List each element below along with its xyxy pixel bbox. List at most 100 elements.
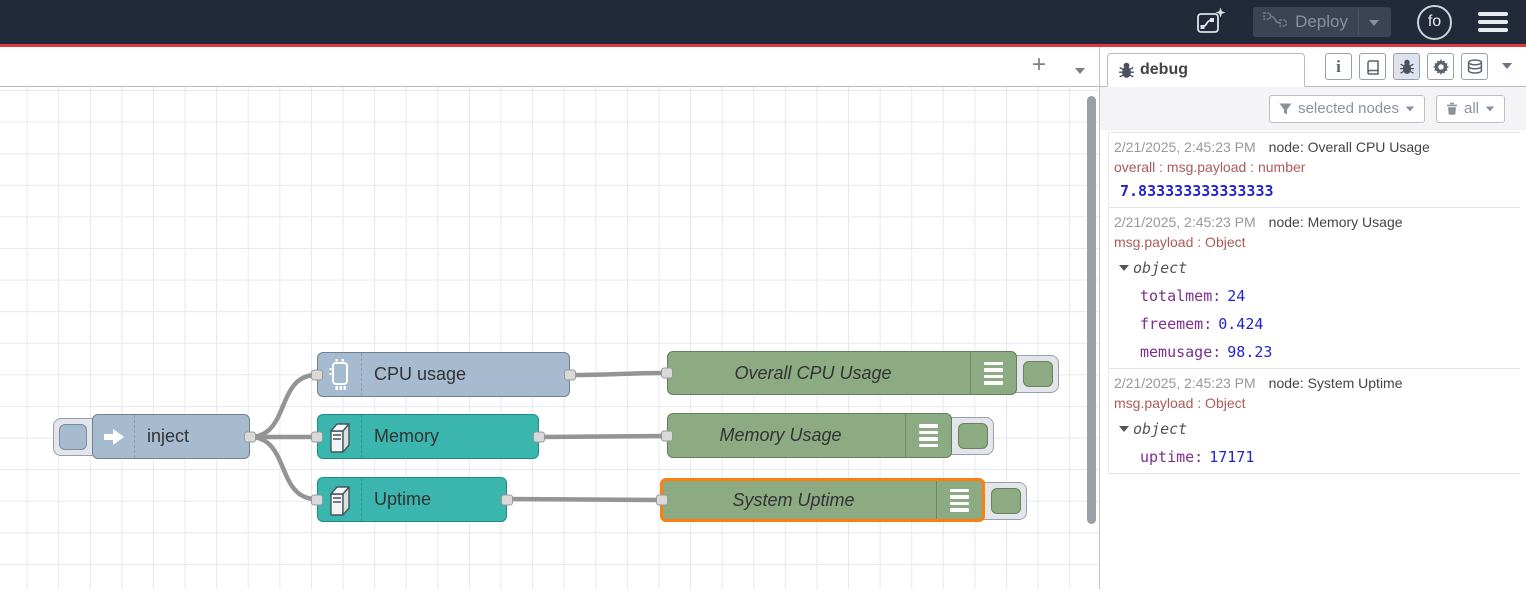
message-source-node[interactable]: node: Memory Usage <box>1268 214 1403 230</box>
object-collapse-toggle[interactable]: object <box>1114 259 1516 277</box>
avatar-initials: fo <box>1427 13 1442 30</box>
funnel-icon <box>1279 103 1292 114</box>
debug-message: 2/21/2025, 2:45:23 PM node: Memory Usage… <box>1109 208 1520 369</box>
inject-trigger-button[interactable] <box>53 418 99 456</box>
bug-icon <box>1119 62 1134 78</box>
node-label: Memory <box>374 426 440 446</box>
tab-debug-button[interactable] <box>1393 53 1420 80</box>
node-memory[interactable]: Memory <box>311 414 545 459</box>
message-timestamp: 2/21/2025, 2:45:23 PM <box>1114 214 1256 230</box>
clear-messages-label: all <box>1463 100 1479 117</box>
collapse-triangle-icon <box>1119 265 1129 271</box>
node-label: CPU usage <box>374 364 467 384</box>
deploy-label: Deploy <box>1295 12 1348 31</box>
add-flow-button[interactable]: + <box>1031 51 1046 78</box>
debug-message-list: 2/21/2025, 2:45:23 PM node: Overall CPU … <box>1108 132 1520 474</box>
filter-selected-nodes-label: selected nodes <box>1298 100 1399 117</box>
chip-icon <box>318 353 362 396</box>
deploy-button[interactable]: Deploy <box>1253 7 1391 37</box>
message-source-node[interactable]: node: System Uptime <box>1268 375 1403 391</box>
deploy-icon <box>1263 12 1287 32</box>
node-uptime[interactable]: Uptime <box>311 477 513 522</box>
node-inject[interactable]: inject <box>92 414 256 459</box>
message-property-path: msg.payload : Object <box>1114 395 1246 411</box>
debug-list-icon <box>904 414 951 457</box>
message-property-path: msg.payload : Object <box>1114 234 1246 250</box>
bug-icon <box>1399 59 1414 74</box>
node-debug-overall-cpu[interactable]: Overall CPU Usage <box>661 351 1017 395</box>
tab-debug[interactable]: debug <box>1107 53 1305 87</box>
wires-layer <box>247 370 669 503</box>
flow-assistant-icon[interactable] <box>1195 6 1227 38</box>
input-port[interactable] <box>661 430 673 441</box>
wire[interactable] <box>247 434 319 502</box>
message-source-node[interactable]: node: Overall CPU Usage <box>1268 139 1430 155</box>
database-icon <box>1467 58 1482 74</box>
canvas-vertical-scrollbar[interactable] <box>1087 96 1096 524</box>
debug-message: 2/21/2025, 2:45:23 PM node: System Uptim… <box>1109 369 1520 474</box>
tab-info-button[interactable]: i <box>1325 53 1352 80</box>
flow-list-button[interactable] <box>1075 61 1085 79</box>
input-port[interactable] <box>656 494 668 506</box>
object-entry: uptime:17171 <box>1140 448 1255 466</box>
wire[interactable] <box>247 372 319 440</box>
chevron-down-icon <box>1502 63 1512 69</box>
clear-messages-button[interactable]: all <box>1435 94 1505 123</box>
message-value: 7.833333333333333 <box>1120 182 1274 200</box>
deploy-options-button[interactable] <box>1358 9 1381 35</box>
wire[interactable] <box>505 496 662 503</box>
object-collapse-toggle[interactable]: object <box>1114 420 1516 438</box>
tab-help-button[interactable] <box>1359 53 1386 80</box>
filter-selected-nodes-button[interactable]: selected nodes <box>1269 94 1425 123</box>
output-port[interactable] <box>533 431 545 442</box>
node-label: Uptime <box>374 489 432 509</box>
message-property-path: overall : msg.payload : number <box>1114 159 1306 175</box>
message-timestamp: 2/21/2025, 2:45:23 PM <box>1114 375 1256 391</box>
flow-canvas[interactable]: inject CPU usage <box>0 87 1099 589</box>
tab-config-button[interactable] <box>1427 53 1454 80</box>
output-port[interactable] <box>564 369 576 380</box>
tab-context-button[interactable] <box>1461 53 1488 80</box>
debug-list-icon <box>936 481 982 519</box>
object-label: object <box>1133 259 1188 277</box>
sidebar-options-button[interactable] <box>1502 56 1512 86</box>
workspace-tab-bar: + <box>0 47 1099 87</box>
sidebar: debug i <box>1100 47 1526 589</box>
input-port[interactable] <box>311 369 323 380</box>
chevron-down-icon <box>1075 68 1085 74</box>
trash-icon <box>1446 102 1457 115</box>
collapse-triangle-icon <box>1119 426 1129 432</box>
object-entry: freemem:0.424 <box>1140 315 1264 333</box>
inject-arrow-icon <box>93 415 135 458</box>
gear-icon <box>1432 58 1449 75</box>
user-avatar[interactable]: fo <box>1417 4 1452 40</box>
input-port[interactable] <box>311 431 323 442</box>
output-port[interactable] <box>501 494 513 505</box>
node-label: inject <box>147 426 190 446</box>
chevron-down-icon <box>1405 105 1415 112</box>
info-icon: i <box>1336 56 1341 76</box>
input-port[interactable] <box>661 367 673 379</box>
chevron-down-icon <box>1369 20 1379 26</box>
object-entry: totalmem:24 <box>1140 287 1246 305</box>
flow-editor-pane: + <box>0 47 1100 589</box>
header-bar: Deploy fo <box>0 0 1526 47</box>
tab-debug-label: debug <box>1140 61 1188 78</box>
wire[interactable] <box>537 433 669 440</box>
output-port[interactable] <box>244 431 256 442</box>
input-port[interactable] <box>311 494 323 505</box>
node-cpu-usage[interactable]: CPU usage <box>311 352 576 397</box>
server-icon <box>318 415 362 458</box>
debug-list-icon <box>970 352 1016 394</box>
hamburger-icon <box>1478 12 1508 16</box>
object-label: object <box>1133 420 1188 438</box>
node-debug-memory-usage[interactable]: Memory Usage <box>661 413 952 458</box>
wire[interactable] <box>568 370 669 378</box>
node-label: Overall CPU Usage <box>734 362 892 383</box>
node-debug-system-uptime[interactable]: System Uptime <box>656 478 985 522</box>
object-entry: memusage:98.23 <box>1140 343 1273 361</box>
book-icon <box>1366 59 1379 75</box>
node-label: Memory Usage <box>719 425 842 445</box>
main-menu-button[interactable] <box>1478 8 1508 36</box>
debug-message: 2/21/2025, 2:45:23 PM node: Overall CPU … <box>1109 133 1520 208</box>
